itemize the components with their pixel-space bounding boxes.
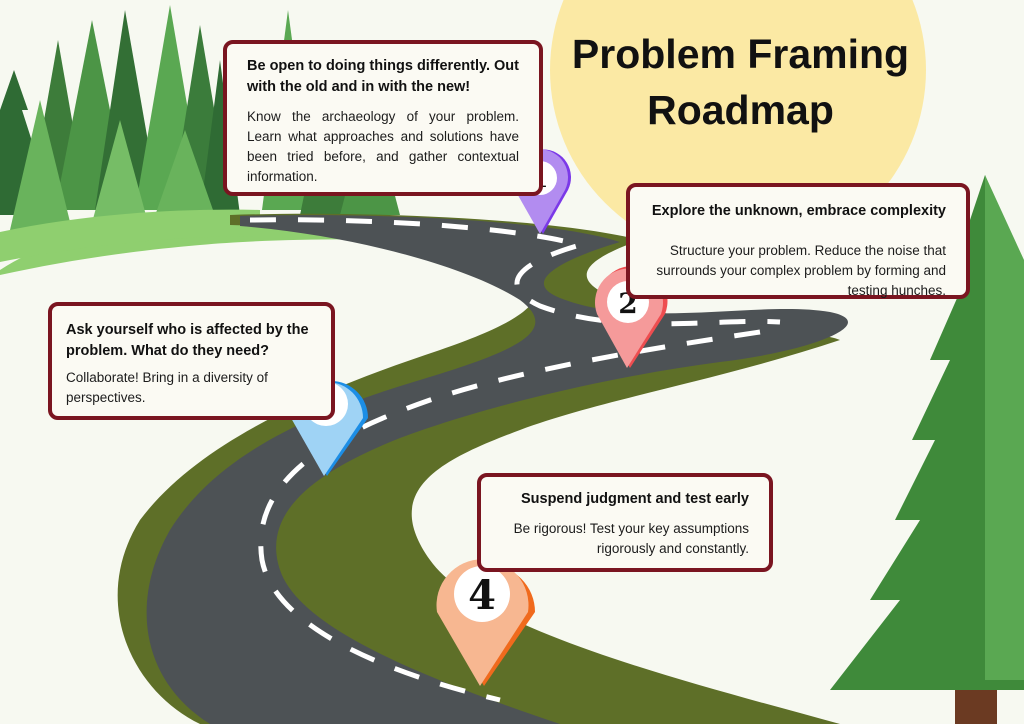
title-line-1: Problem Framing	[571, 31, 910, 77]
page-title: Problem Framing Roadmap	[548, 26, 933, 138]
title-line-2: Roadmap	[647, 87, 834, 133]
step-card-1: Be open to doing things differently. Out…	[223, 40, 543, 196]
step-card-4: Suspend judgment and test early Be rigor…	[477, 473, 773, 572]
step-3-body: Collaborate! Bring in a diversity of per…	[66, 370, 268, 405]
step-1-body: Know the archaeology of your problem. Le…	[247, 109, 519, 184]
step-2-heading: Explore the unknown, embrace complexity	[651, 203, 946, 219]
road	[146, 215, 848, 724]
pin-4-number: 4	[468, 572, 496, 619]
step-2-body: Structure your problem. Reduce the noise…	[656, 243, 946, 298]
lane-markings	[249, 217, 781, 703]
step-3-heading: Ask yourself who is affected by the prob…	[66, 322, 309, 359]
step-4-body: Be rigorous! Test your key assumptions r…	[513, 521, 749, 556]
pine-tree	[830, 175, 1024, 724]
step-card-2: Explore the unknown, embrace complexity …	[626, 183, 970, 299]
pin-4: 4	[436, 559, 535, 686]
step-4-heading: Suspend judgment and test early	[520, 491, 749, 507]
step-1-heading: Be open to doing things differently. Out…	[247, 58, 519, 95]
step-card-3: Ask yourself who is affected by the prob…	[48, 302, 335, 420]
